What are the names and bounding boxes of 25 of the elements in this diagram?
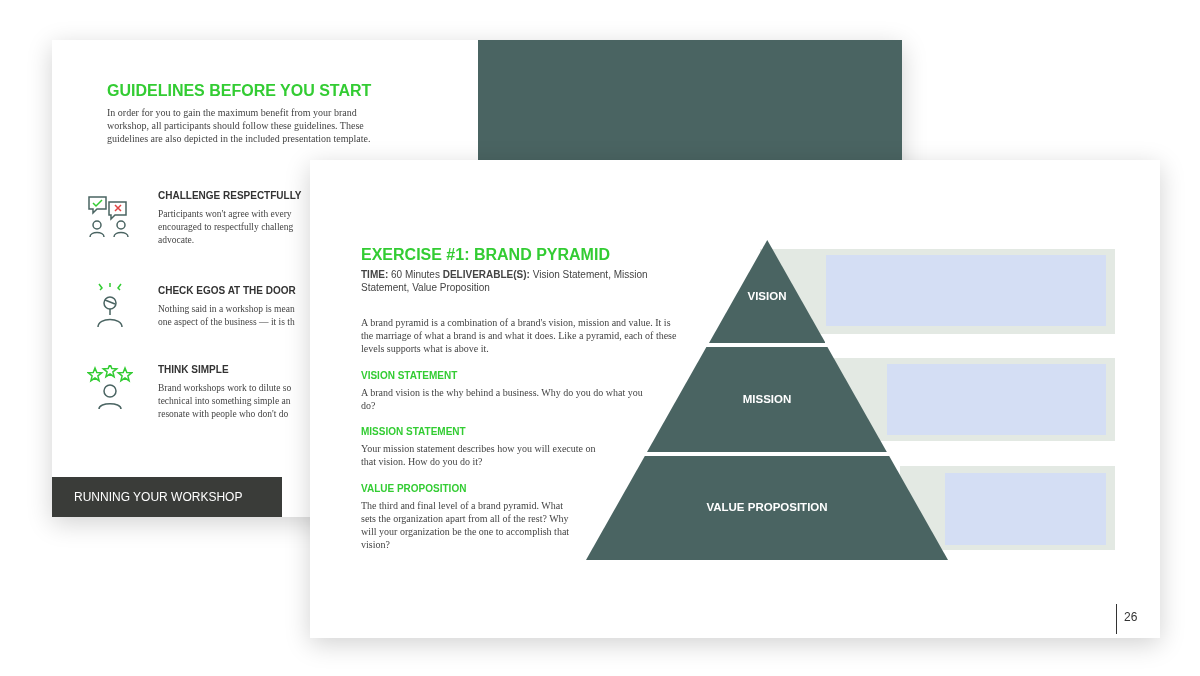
body-paragraph: A brand vision is the why behind a business. Why do you do what you do? xyxy=(361,386,644,412)
section-heading: VALUE PROPOSITION xyxy=(361,483,467,494)
pyramid-tier xyxy=(647,347,887,452)
intro-paragraph: In order for you to gain the maximum benefit from your brand workshop, all participants should follow these guidelines. These guidelines are also depicted in the included presentation template. xyxy=(107,106,372,145)
exercise-meta: TIME: 60 Minutes DELIVERABLE(S): Vision Statement, Mission Statement, Value Proposition xyxy=(361,268,649,294)
section-heading: VISION STATEMENT xyxy=(361,370,458,381)
pyramid-tier xyxy=(586,456,948,560)
guideline-heading: THINK SIMPLE xyxy=(158,364,229,375)
tier-label: VISION xyxy=(746,289,788,302)
guideline-text: Participants won't agree with every encouraged to respectfully challeng advocate. xyxy=(158,208,295,247)
guideline-text: Nothing said in a workshop is mean one aspect of the business — it is th xyxy=(158,303,296,329)
tier-label: MISSION xyxy=(741,392,793,405)
pyramid-tier xyxy=(708,240,826,343)
heading: EXERCISE #1: BRAND PYRAMID xyxy=(361,246,610,264)
body-paragraph: Your mission statement describes how you will execute on that vision. How do you do it? xyxy=(361,442,597,468)
footer-band: RUNNING YOUR WORKSHOP xyxy=(52,477,282,517)
tier-label: VALUE PROPOSITION xyxy=(705,501,829,513)
guideline-heading: CHALLENGE RESPECTFULLY xyxy=(158,190,302,201)
guideline-heading: CHECK EGOS AT THE DOOR xyxy=(158,285,296,296)
guideline-text: Brand workshops work to dilute so technical into something simple an resonate with people who don't do xyxy=(158,382,293,421)
section-heading: MISSION STATEMENT xyxy=(361,426,466,437)
body-paragraph: A brand pyramid is a combination of a brand's vision, mission and value. It is the marriage of what a brand is and what it does. Like a pyramid, each of these levels supports what is above it. xyxy=(361,316,678,355)
page-number: 26 xyxy=(1124,610,1138,624)
heading: GUIDELINES BEFORE YOU START xyxy=(107,82,372,100)
body-paragraph: The third and final level of a brand pyramid. What sets the organization apart from all of the rest? Why will your organization be the one to accomplish that vision? xyxy=(361,499,571,551)
